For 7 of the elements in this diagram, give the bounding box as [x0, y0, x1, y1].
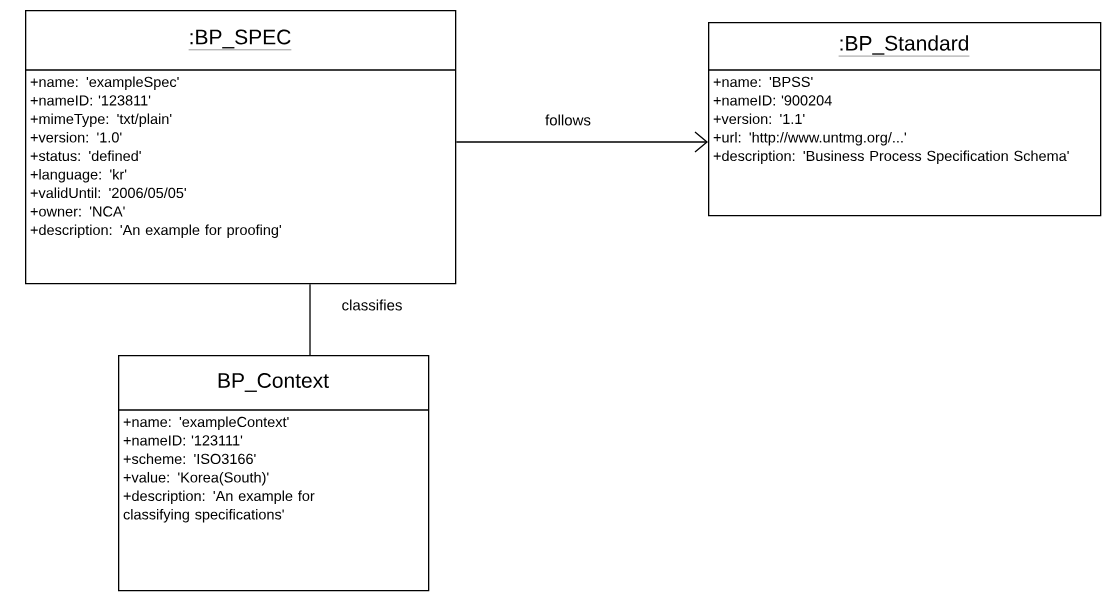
edge-label: follows: [544, 113, 592, 127]
association-line: [455, 131, 708, 153]
class-box: :BP_Standard +name: 'BPSS' +nameID: '900204 +version: '1.1' +url: 'http://www.untmg.org/...' +description: 'Business Process Specification Schema': [707, 22, 1102, 217]
edge-label: classifies: [340, 298, 404, 312]
class-box: BP_Context +name: 'exampleContext' +nameID: '123111' +scheme: 'ISO3166' +value: 'Korea(South)' +description: 'An example for classifying specifications': [117, 355, 430, 592]
association-line: [309, 283, 311, 356]
class-box: :BP_SPEC +name: 'exampleSpec' +nameID: '123811' +mimeType: 'txt/plain' +version: '1.0' +status: 'defined' +language: 'kr' +validUntil: '2006/05/05' +owner: 'NCA' +description: 'An example for proofing': [24, 10, 457, 285]
